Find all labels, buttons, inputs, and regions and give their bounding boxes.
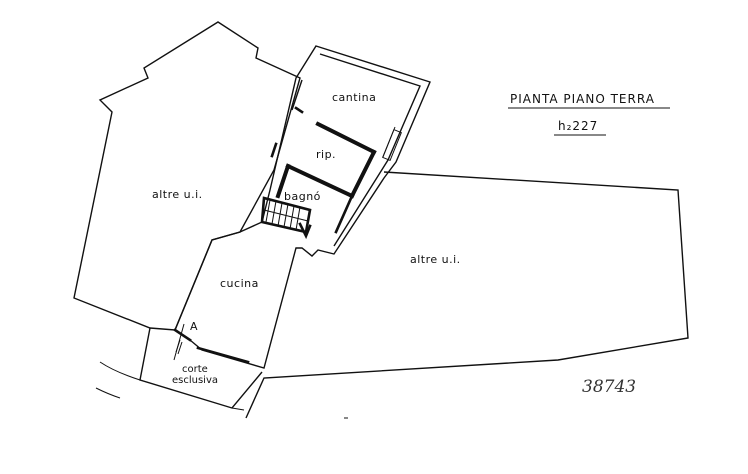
wall-bagno-right <box>334 194 354 234</box>
room-label-altre-right: altre u.i. <box>410 253 461 266</box>
window-cantina-line <box>382 126 396 158</box>
wall-bagno-left <box>275 163 291 199</box>
left-neighbour-outline <box>73 21 301 331</box>
wall-rip-top <box>315 121 377 155</box>
right-neighbour-outline <box>245 171 689 419</box>
staircase <box>260 196 312 240</box>
wall-cucina-bottom <box>196 346 250 364</box>
corte-edge <box>231 407 245 411</box>
section-mark: A <box>190 320 198 333</box>
wall-door-jamb-2 <box>270 142 278 158</box>
room-label-bagno: bagnó <box>284 190 321 203</box>
wall-door-jamb <box>294 106 304 114</box>
boundary-curve-2 <box>95 387 121 399</box>
room-label-corte: corte <box>182 364 208 375</box>
wall-cucina-left <box>173 328 192 342</box>
plan-height: h₂227 <box>558 119 598 133</box>
room-label-cucina: cucina <box>220 277 259 290</box>
boundary-curve <box>99 361 141 381</box>
reference-number: 38743 <box>582 377 636 397</box>
corte-outline <box>139 327 263 409</box>
room-label-cantina: cantina <box>332 91 376 104</box>
unit-outline-inner-left <box>291 79 303 111</box>
wall-rip-right <box>349 149 377 199</box>
wall-bagno-top <box>285 163 355 199</box>
room-label-altre-left: altre u.i. <box>152 188 203 201</box>
room-label-esclusiva: esclusiva <box>172 375 218 386</box>
room-label-rip: rip. <box>316 148 336 161</box>
plan-title: PIANTA PIANO TERRA <box>510 92 655 106</box>
